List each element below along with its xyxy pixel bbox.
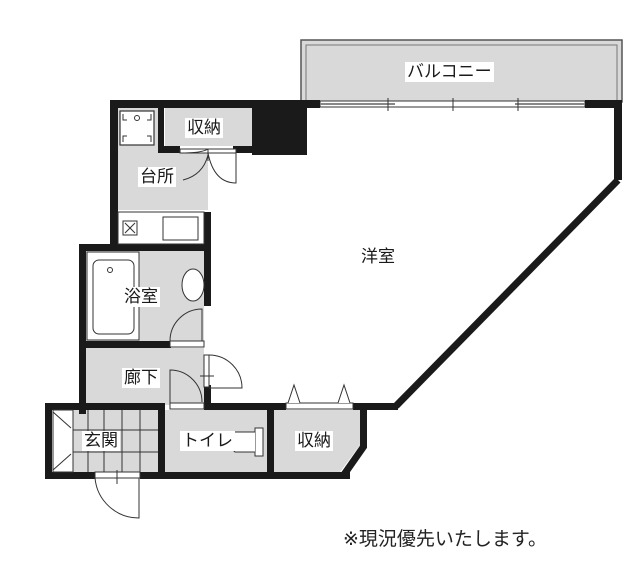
storage-bottom-doors: [285, 383, 354, 410]
wash-basin: [181, 268, 205, 302]
bathroom-door: [169, 308, 205, 348]
disclaimer-note: ※現況優先いたします。: [343, 528, 548, 550]
walls: [45, 100, 622, 479]
storage-diagonal-wall: [340, 443, 367, 479]
kitchen-counter: [117, 211, 205, 245]
entrance-tiles: [52, 409, 158, 473]
room-label-storage-top: 収納: [185, 118, 223, 138]
diagonal-wall: [393, 177, 621, 409]
room-label-bathroom: 浴室: [122, 287, 160, 307]
hallway-room-door: [200, 354, 243, 389]
room-label-kitchen: 台所: [138, 167, 176, 187]
room-label-storage-bottom: 収納: [295, 431, 333, 451]
storage-top-doors: [179, 148, 237, 184]
bathtub: [86, 251, 140, 341]
room-label-toilet: トイレ: [180, 431, 235, 451]
toilet-door: [169, 369, 205, 410]
entrance-door: [94, 470, 141, 519]
room-label-western-room: 洋室: [361, 247, 395, 267]
room-label-hallway: 廊下: [122, 368, 160, 388]
room-label-balcony: バルコニー: [405, 62, 494, 82]
washer-space: [119, 110, 155, 146]
room-label-entrance: 玄関: [82, 431, 120, 451]
